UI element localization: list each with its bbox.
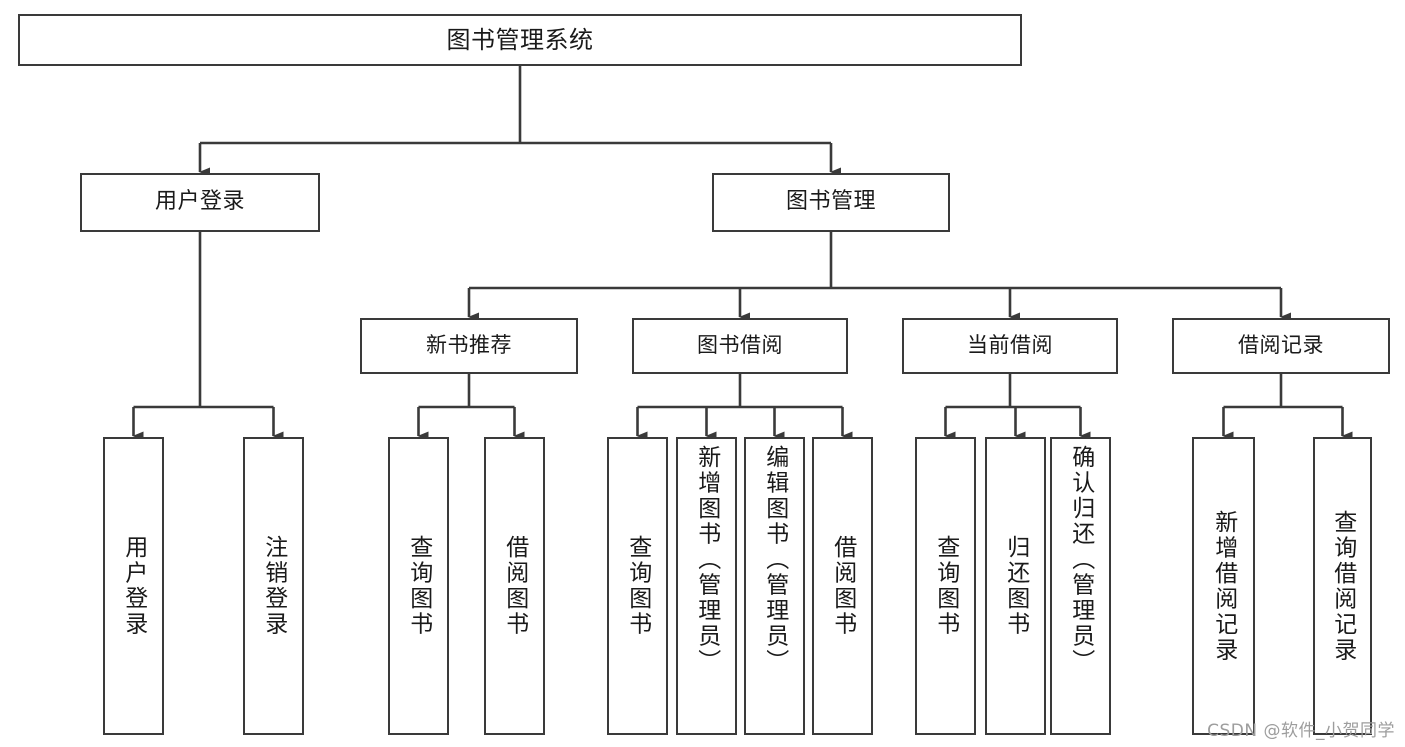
node-label-leaf-edit-book: 编辑图书（管理员）	[761, 445, 788, 675]
node-current-borrow[interactable]: 当前借阅	[902, 318, 1118, 374]
node-label-user-login: 用户登录	[154, 189, 245, 215]
node-label-leaf-query-book-1: 查询图书	[405, 535, 432, 637]
node-leaf-query-book-3[interactable]: 查询图书	[915, 437, 976, 735]
node-label-leaf-add-record: 新增借阅记录	[1210, 509, 1237, 663]
node-label-current-borrow: 当前借阅	[967, 333, 1053, 358]
node-label-leaf-borrow-book-2: 借阅图书	[829, 535, 856, 637]
node-leaf-query-book-2[interactable]: 查询图书	[607, 437, 668, 735]
node-label-borrow-record: 借阅记录	[1238, 333, 1324, 358]
node-label-leaf-add-book: 新增图书（管理员）	[693, 445, 720, 675]
node-label-leaf-return-book: 归还图书	[1002, 535, 1029, 637]
node-leaf-add-book[interactable]: 新增图书（管理员）	[676, 437, 737, 735]
node-label-new-book-rec: 新书推荐	[426, 333, 512, 358]
edge-group	[132, 66, 1353, 441]
node-leaf-borrow-book-2[interactable]: 借阅图书	[812, 437, 873, 735]
node-label-book-borrow: 图书借阅	[697, 333, 783, 358]
node-leaf-logout[interactable]: 注销登录	[243, 437, 304, 735]
node-label-leaf-query-book-2: 查询图书	[624, 535, 651, 637]
node-leaf-return-book[interactable]: 归还图书	[985, 437, 1046, 735]
node-label-book-manage: 图书管理	[785, 189, 876, 215]
node-label-leaf-borrow-book-1: 借阅图书	[501, 535, 528, 637]
node-new-book-rec[interactable]: 新书推荐	[360, 318, 578, 374]
node-leaf-edit-book[interactable]: 编辑图书（管理员）	[744, 437, 805, 735]
node-leaf-query-record[interactable]: 查询借阅记录	[1313, 437, 1372, 735]
node-leaf-borrow-book-1[interactable]: 借阅图书	[484, 437, 545, 735]
node-book-borrow[interactable]: 图书借阅	[632, 318, 848, 374]
node-label-root: 图书管理系统	[446, 25, 594, 54]
node-root[interactable]: 图书管理系统	[18, 14, 1022, 66]
node-leaf-add-record[interactable]: 新增借阅记录	[1192, 437, 1255, 735]
watermark-text: CSDN @软件_小贺同学	[1207, 721, 1395, 741]
node-label-leaf-query-record: 查询借阅记录	[1329, 509, 1356, 663]
node-label-leaf-user-login: 用户登录	[120, 535, 147, 637]
node-user-login[interactable]: 用户登录	[80, 173, 320, 232]
node-leaf-query-book-1[interactable]: 查询图书	[388, 437, 449, 735]
node-label-leaf-confirm-return: 确认归还（管理员）	[1067, 445, 1094, 675]
node-borrow-record[interactable]: 借阅记录	[1172, 318, 1390, 374]
node-label-leaf-logout: 注销登录	[260, 535, 287, 637]
node-book-manage[interactable]: 图书管理	[712, 173, 950, 232]
node-leaf-user-login[interactable]: 用户登录	[103, 437, 164, 735]
node-label-leaf-query-book-3: 查询图书	[932, 535, 959, 637]
node-leaf-confirm-return[interactable]: 确认归还（管理员）	[1050, 437, 1111, 735]
